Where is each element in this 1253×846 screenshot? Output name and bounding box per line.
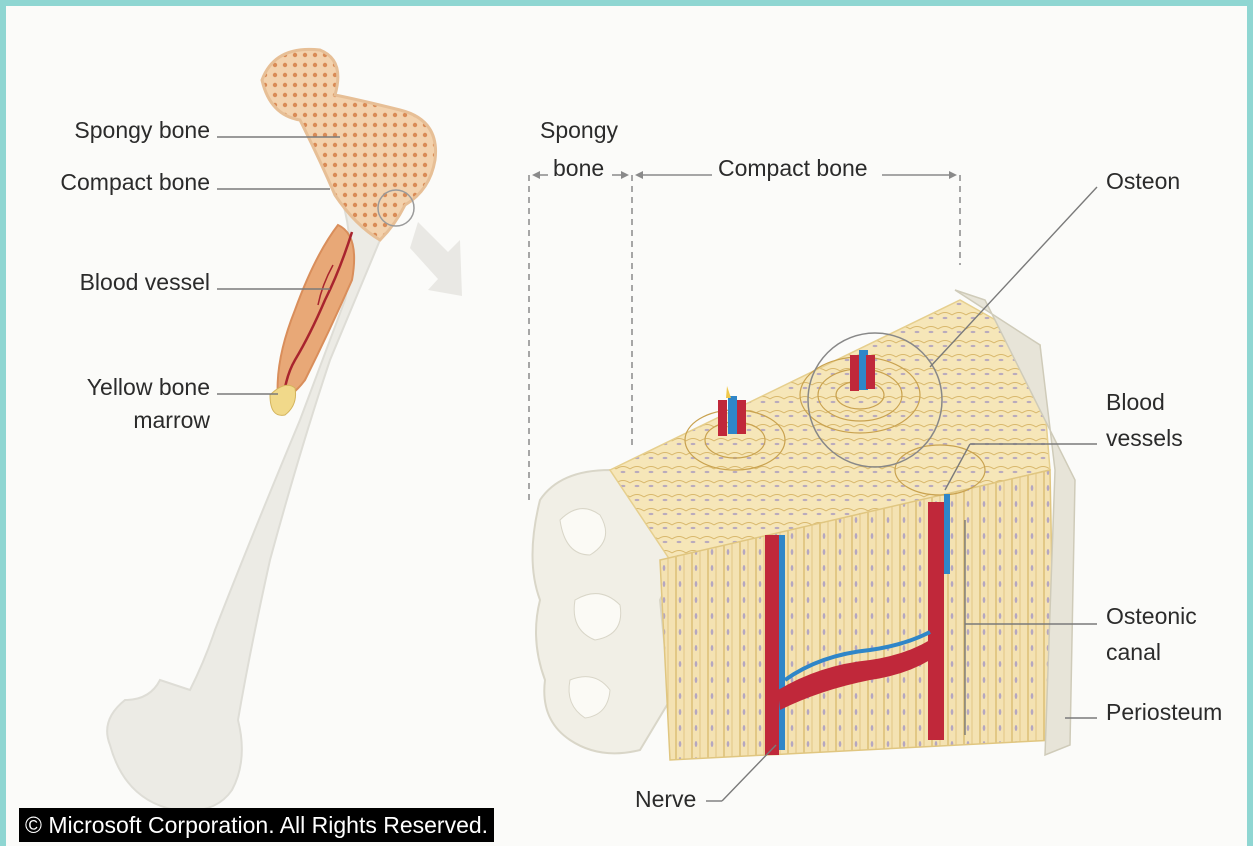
front-vessel-right-artery [928, 502, 944, 740]
label-blood-vessel: Blood vessel [40, 264, 210, 300]
top-vessel-pair-left [718, 386, 746, 436]
zoom-arrow [410, 222, 462, 296]
label-spongy-bone: Spongy bone [40, 112, 210, 148]
label-osteon: Osteon [1106, 163, 1180, 199]
label-osteonic-canal-line1: Osteonic [1106, 598, 1197, 634]
label-spongy-top-line1: Spongy [540, 112, 618, 148]
front-vessel-left-vein [779, 535, 785, 750]
yellow-marrow [270, 385, 296, 415]
label-yellow-bone-marrow-line2: marrow [40, 402, 210, 438]
label-compact-bone: Compact bone [20, 164, 210, 200]
label-periosteum: Periosteum [1106, 694, 1222, 730]
label-compact-top: Compact bone [718, 150, 868, 186]
compact-bone-block [533, 290, 1076, 760]
top-vessel-pair-osteon [850, 350, 875, 391]
copyright-notice: © Microsoft Corporation. All Rights Rese… [19, 808, 494, 842]
front-vessel-left-artery [765, 535, 779, 755]
label-blood-vessels-line1: Blood [1106, 384, 1165, 420]
label-blood-vessels-line2: vessels [1106, 420, 1183, 456]
label-spongy-top-line2: bone [553, 150, 604, 186]
label-nerve: Nerve [635, 781, 696, 817]
label-osteonic-canal-line2: canal [1106, 634, 1161, 670]
front-vessel-right-vein [944, 494, 950, 574]
femur-head [262, 49, 436, 240]
label-yellow-bone-marrow-line1: Yellow bone [40, 369, 210, 405]
